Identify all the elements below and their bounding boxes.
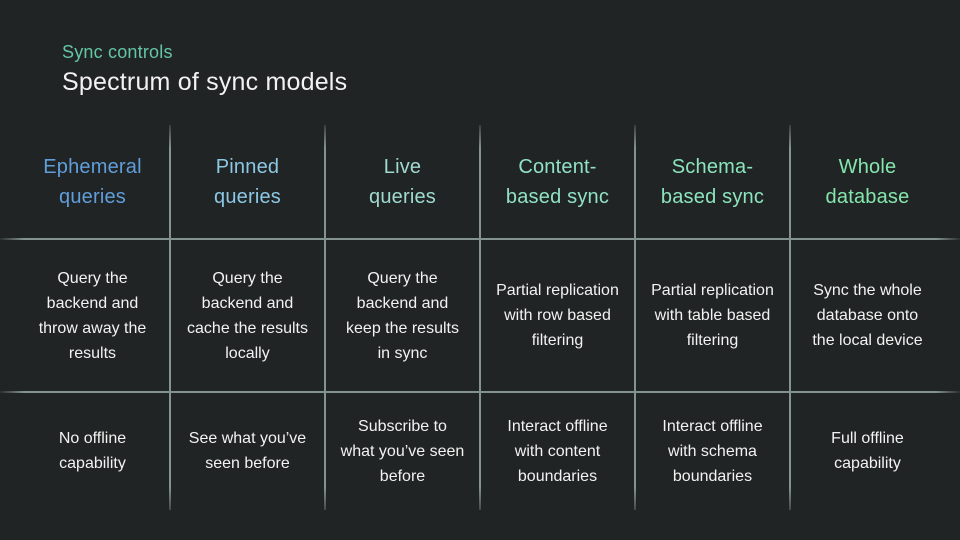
column-header-ephemeral-queries: Ephemeral queries xyxy=(43,156,142,208)
vertical-divider-4 xyxy=(634,125,636,510)
description-cell-schema-based-sync: Partial replication with table based fil… xyxy=(651,282,774,349)
column-header-whole-database: Whole database xyxy=(825,156,910,208)
offline-cell-pinned-queries: See what you’ve seen before xyxy=(188,430,307,472)
vertical-divider-5 xyxy=(789,125,791,510)
offline-cell-live-queries: Subscribe to what you’ve seen before xyxy=(340,417,465,485)
description-cell-live-queries: Query the backend and keep the results i… xyxy=(346,269,459,362)
vertical-divider-2 xyxy=(324,125,326,510)
sync-models-table: Ephemeral queries Pinned queries Live qu… xyxy=(15,125,945,510)
page-title: Spectrum of sync models xyxy=(62,68,348,96)
offline-cell-schema-based-sync: Interact offline with schema boundaries xyxy=(662,417,763,485)
column-header-live-queries: Live queries xyxy=(369,156,436,208)
offline-cell-ephemeral-queries: No offline capability xyxy=(58,430,127,472)
title-block: Sync controls Spectrum of sync models xyxy=(62,40,347,98)
vertical-divider-3 xyxy=(479,125,481,510)
description-cell-pinned-queries: Query the backend and cache the results … xyxy=(187,269,308,362)
column-header-pinned-queries: Pinned queries xyxy=(214,156,281,208)
horizontal-divider-1 xyxy=(0,238,960,240)
horizontal-divider-2 xyxy=(0,391,960,393)
description-cell-content-based-sync: Partial replication with row based filte… xyxy=(496,282,619,349)
slide-eyebrow: Sync controls xyxy=(62,42,173,62)
description-cell-ephemeral-queries: Query the backend and throw away the res… xyxy=(38,269,147,362)
description-cell-whole-database: Sync the whole database onto the local d… xyxy=(812,282,923,349)
offline-cell-content-based-sync: Interact offline with content boundaries xyxy=(507,417,608,485)
column-header-schema-based-sync: Schema- based sync xyxy=(660,156,765,208)
offline-cell-whole-database: Full offline capability xyxy=(831,430,904,472)
column-header-content-based-sync: Content- based sync xyxy=(505,156,610,208)
vertical-divider-1 xyxy=(169,125,171,510)
